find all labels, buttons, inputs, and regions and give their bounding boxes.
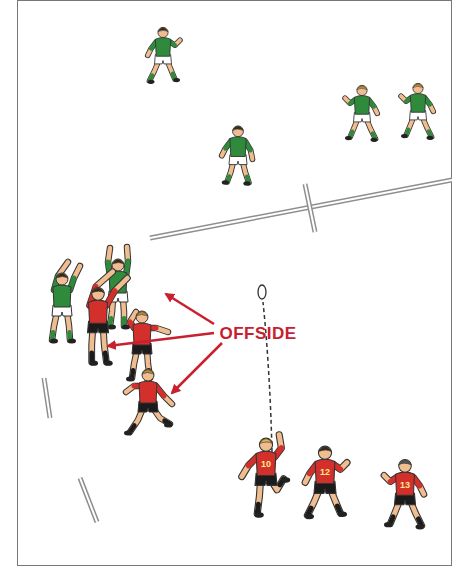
green-player: [108, 247, 130, 330]
callout-label: OFFSIDE: [219, 325, 296, 342]
pitch-tick: [305, 184, 315, 232]
touch-mark: [44, 378, 50, 418]
leader-arrow: [172, 343, 222, 393]
red-player: [126, 311, 168, 382]
touch-mark: [80, 478, 97, 522]
frame: [18, 1, 452, 566]
red-player: [124, 369, 172, 436]
shirt-number: 12: [320, 468, 330, 477]
red-player: [384, 460, 424, 530]
red-player: [242, 435, 290, 518]
leader-arrow: [108, 333, 214, 346]
green-player: [50, 262, 80, 344]
green-player: [401, 83, 433, 140]
shirt-number: 10: [261, 460, 271, 469]
shirt-number: 13: [400, 481, 410, 490]
green-player: [345, 85, 377, 142]
rugby-ball: [258, 285, 266, 299]
red-player: [305, 446, 347, 519]
leader-arrow: [166, 294, 214, 324]
red-player: [88, 272, 128, 366]
green-player: [148, 27, 180, 84]
pitch-line: [150, 180, 452, 238]
green-player: [222, 126, 253, 186]
